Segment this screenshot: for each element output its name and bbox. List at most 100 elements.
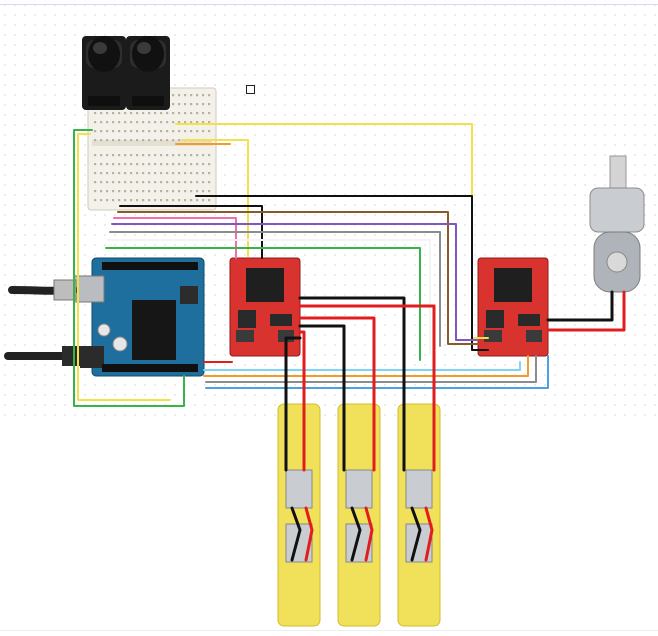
breadboard-hole	[178, 172, 181, 175]
breadboard-hole	[166, 163, 169, 166]
breadboard-hole	[178, 139, 181, 142]
breadboard-hole	[106, 112, 109, 115]
breadboard-hole	[112, 112, 115, 115]
breadboard-hole	[94, 130, 97, 133]
motor-driver-2	[477, 257, 549, 357]
breadboard-hole	[196, 130, 199, 133]
breadboard-hole	[190, 163, 193, 166]
breadboard-hole	[100, 163, 103, 166]
breadboard-hole	[190, 94, 193, 97]
breadboard-hole	[124, 112, 127, 115]
breadboard-hole	[106, 199, 109, 202]
breadboard-hole	[196, 181, 199, 184]
breadboard-hole	[184, 121, 187, 124]
wires	[73, 123, 626, 562]
breadboard-hole	[112, 121, 115, 124]
breadboard-hole	[196, 103, 199, 106]
breadboard-hole	[160, 172, 163, 175]
breadboard-hole	[136, 139, 139, 142]
breadboard-hole	[118, 163, 121, 166]
breadboard-hole	[130, 112, 133, 115]
breadboard-hole	[148, 199, 151, 202]
breadboard-hole	[124, 121, 127, 124]
breadboard-hole	[184, 172, 187, 175]
breadboard-hole	[124, 181, 127, 184]
breadboard-hole	[130, 154, 133, 157]
breadboard-hole	[184, 94, 187, 97]
breadboard-hole	[124, 163, 127, 166]
breadboard-hole	[190, 130, 193, 133]
breadboard-hole	[184, 130, 187, 133]
breadboard-hole	[154, 199, 157, 202]
breadboard-hole	[130, 199, 133, 202]
breadboard-hole	[136, 172, 139, 175]
breadboard-hole	[202, 130, 205, 133]
breadboard-hole	[178, 121, 181, 124]
breadboard-hole	[166, 121, 169, 124]
breadboard-hole	[160, 121, 163, 124]
breadboard-hole	[184, 103, 187, 106]
breadboard-hole	[208, 163, 211, 166]
breadboard-hole	[100, 139, 103, 142]
breadboard-hole	[196, 190, 199, 193]
breadboard-hole	[136, 154, 139, 157]
breadboard-hole	[148, 172, 151, 175]
breadboard-hole	[112, 199, 115, 202]
breadboard-hole	[178, 199, 181, 202]
breadboard-hole	[106, 172, 109, 175]
breadboard-hole	[196, 112, 199, 115]
breadboard-hole	[124, 139, 127, 142]
breadboard-hole	[190, 112, 193, 115]
breadboard-hole	[208, 181, 211, 184]
breadboard-hole	[142, 154, 145, 157]
breadboard-hole	[202, 181, 205, 184]
breadboard-hole	[94, 139, 97, 142]
breadboard-hole	[184, 154, 187, 157]
breadboard-hole	[190, 172, 193, 175]
arduino-uno	[73, 257, 205, 377]
yellow-motor-1	[277, 403, 321, 627]
breadboard-hole	[112, 181, 115, 184]
breadboard-hole	[166, 130, 169, 133]
breadboard-hole	[142, 190, 145, 193]
breadboard-hole	[118, 130, 121, 133]
breadboard-hole	[184, 190, 187, 193]
bottom-border-line	[0, 630, 658, 631]
breadboard-hole	[166, 139, 169, 142]
breadboard-hole	[124, 199, 127, 202]
breadboard-hole	[166, 190, 169, 193]
breadboard-hole	[112, 154, 115, 157]
breadboard-hole	[124, 130, 127, 133]
breadboard-hole	[172, 154, 175, 157]
breadboard-hole	[202, 121, 205, 124]
breadboard-hole	[142, 199, 145, 202]
breadboard-hole	[160, 130, 163, 133]
breadboard-hole	[94, 190, 97, 193]
breadboard-hole	[202, 94, 205, 97]
breadboard-hole	[178, 190, 181, 193]
breadboard-hole	[148, 121, 151, 124]
breadboard-hole	[136, 199, 139, 202]
breadboard-hole	[106, 130, 109, 133]
breadboard-hole	[208, 190, 211, 193]
breadboard-hole	[178, 130, 181, 133]
breadboard-hole	[184, 163, 187, 166]
breadboard-hole	[94, 172, 97, 175]
breadboard-hole	[160, 163, 163, 166]
breadboard-hole	[112, 130, 115, 133]
breadboard-hole	[202, 163, 205, 166]
breadboard-hole	[178, 163, 181, 166]
breadboard-hole	[172, 163, 175, 166]
breadboard-hole	[148, 112, 151, 115]
breadboard-hole	[172, 139, 175, 142]
breadboard-hole	[196, 163, 199, 166]
breadboard-hole	[208, 130, 211, 133]
breadboard-hole	[166, 199, 169, 202]
breadboard-hole	[196, 154, 199, 157]
selection-handle[interactable]	[246, 85, 255, 94]
breadboard-hole	[208, 154, 211, 157]
breadboard-hole	[202, 199, 205, 202]
breadboard-hole	[154, 154, 157, 157]
